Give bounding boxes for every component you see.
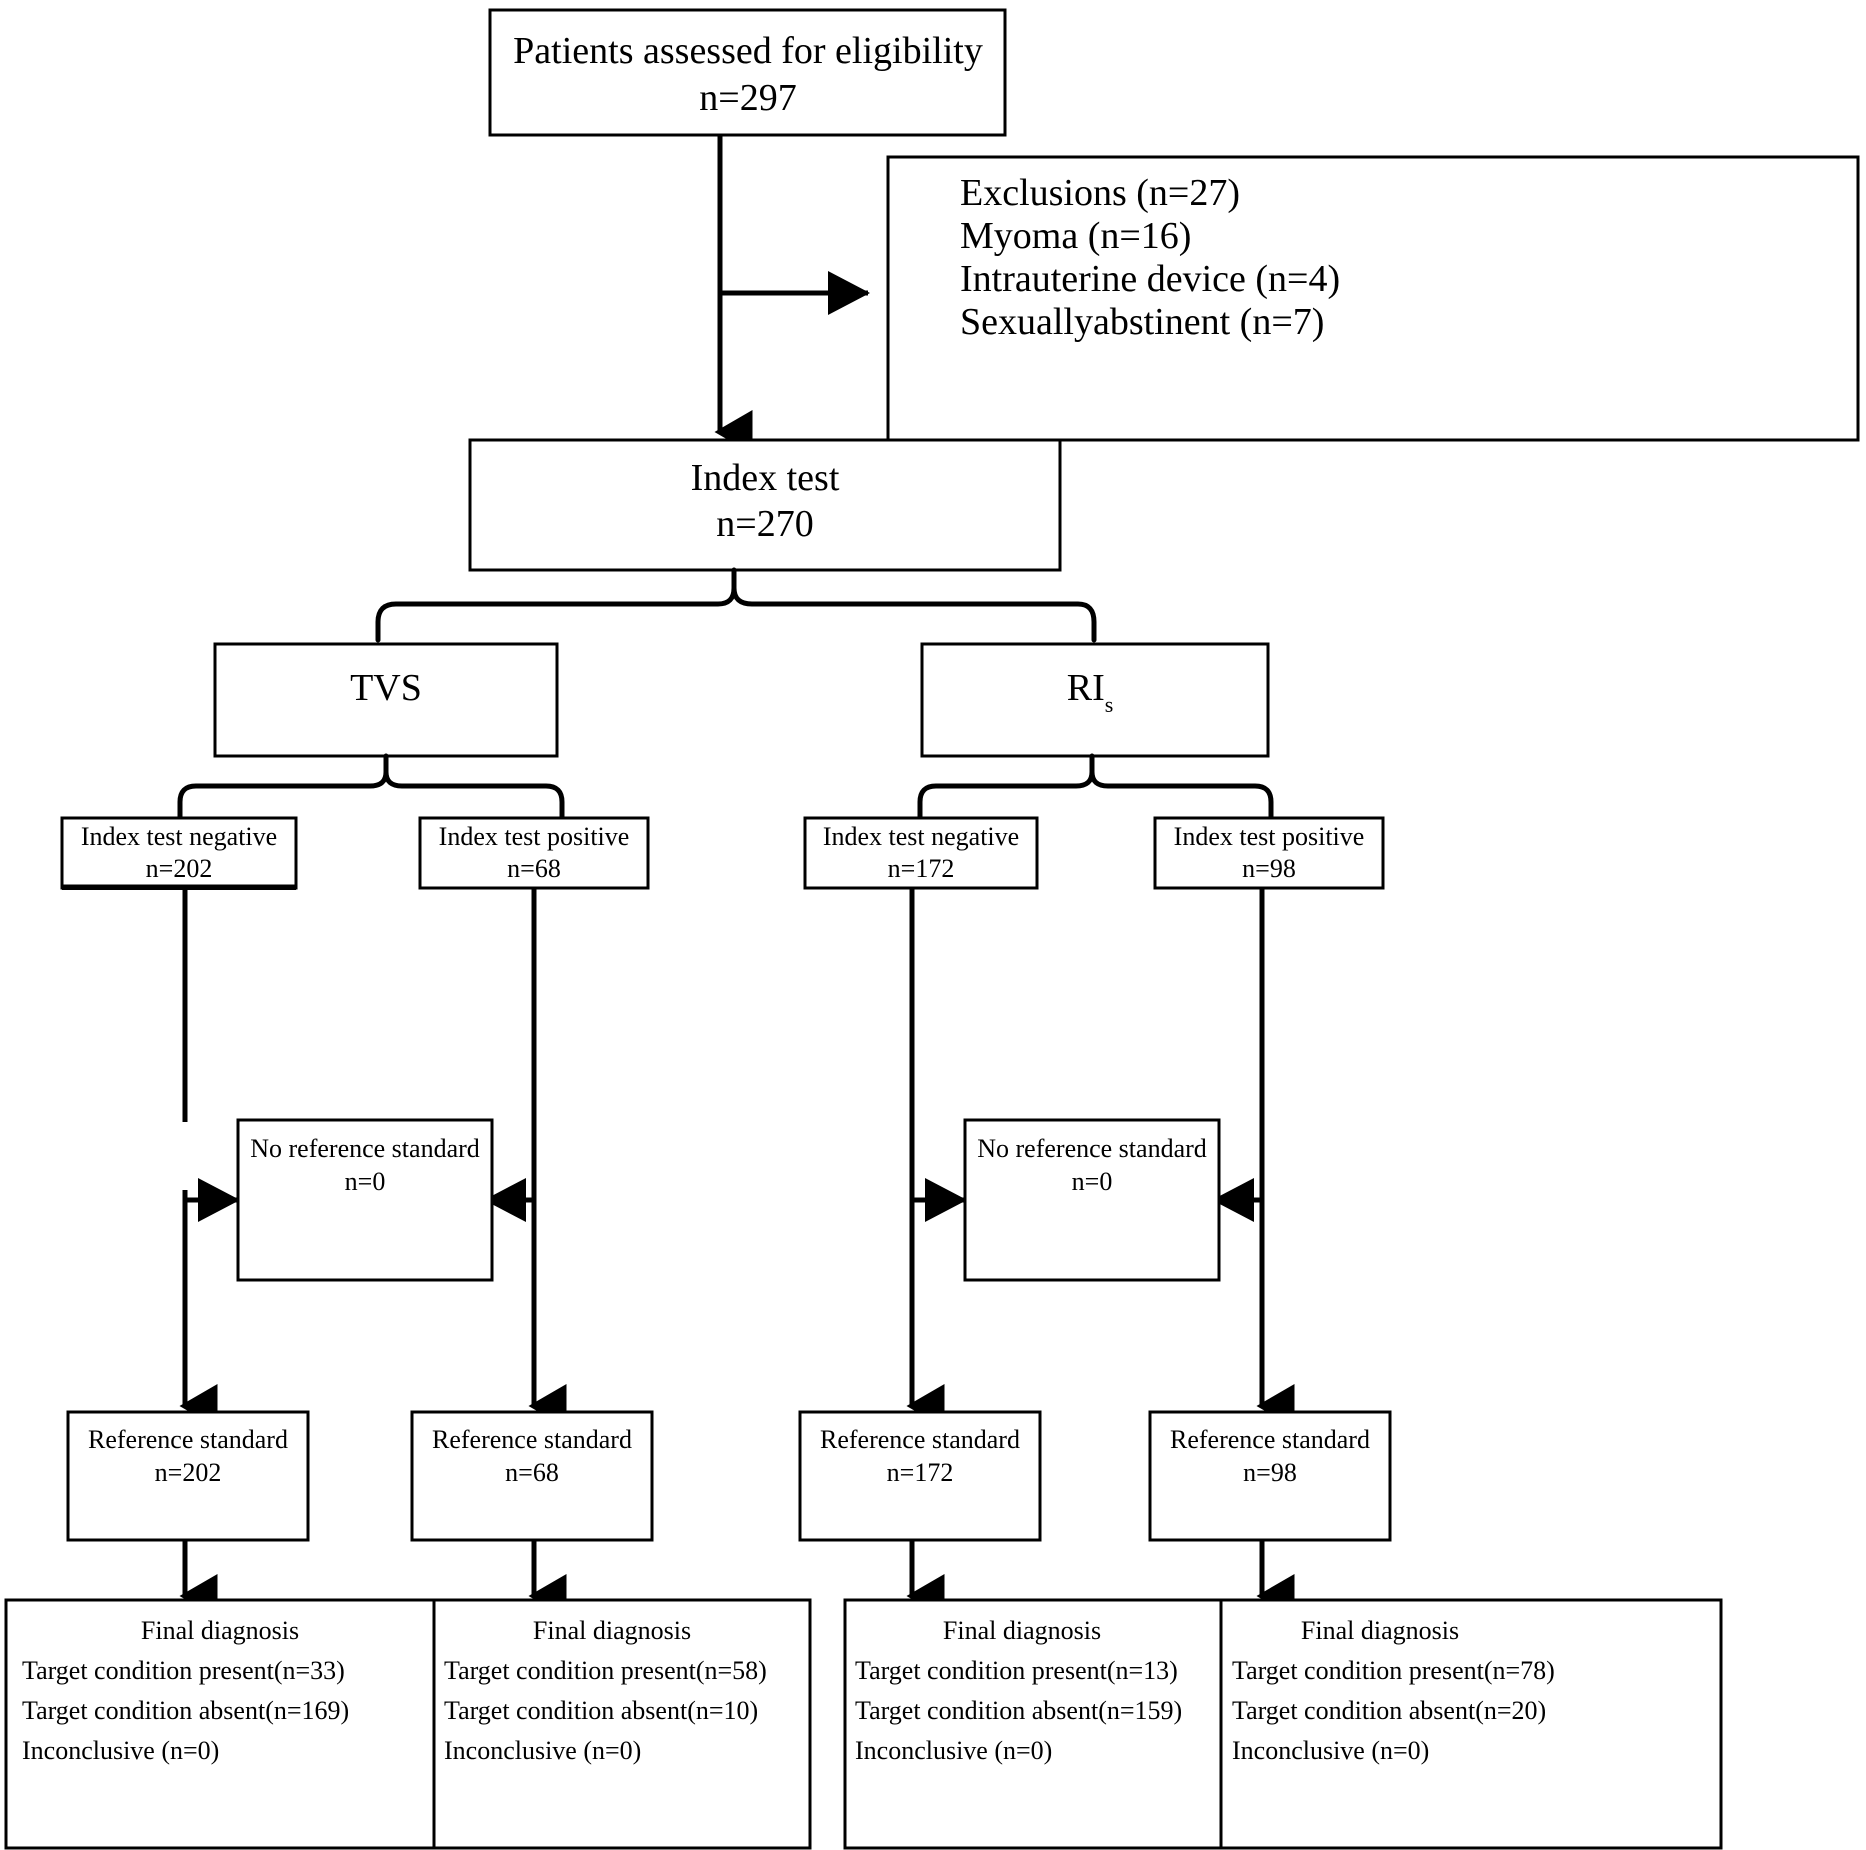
node-ris-positive-line2: n=98 bbox=[1242, 854, 1296, 883]
node-tvs-no-reference-box bbox=[236, 1118, 494, 1282]
node-ris-neg-reference-line1: Reference standard bbox=[820, 1425, 1020, 1454]
node-ris-box bbox=[920, 642, 1270, 758]
node-tvs-positive-box bbox=[418, 816, 650, 890]
brace-ris-to-positive bbox=[1089, 769, 1274, 821]
node-ris-negative-box bbox=[803, 816, 1039, 890]
node-tvs-neg-final-line1: Final diagnosis bbox=[141, 1616, 299, 1645]
node-tvs-label: TVS bbox=[350, 667, 422, 709]
node-ris-no-reference-line1: No reference standard bbox=[977, 1134, 1207, 1163]
node-ris-negative-line2: n=172 bbox=[888, 854, 955, 883]
node-ris-neg-final-line2: Target condition present(n=13) bbox=[855, 1656, 1178, 1685]
node-tvs-negative-line2: n=202 bbox=[146, 854, 213, 883]
node-ris-positive-line1: Index test positive bbox=[1174, 822, 1365, 851]
node-ris-pos-final-line2: Target condition present(n=78) bbox=[1232, 1656, 1555, 1685]
node-exclusions-line4: Sexuallyabstinent (n=7) bbox=[960, 301, 1324, 343]
node-tvs-pos-reference-line2: n=68 bbox=[505, 1458, 559, 1487]
node-tvs-pos-reference-line1: Reference standard bbox=[432, 1425, 632, 1454]
node-ris-neg-final-box bbox=[843, 1598, 1223, 1850]
node-ris-neg-reference-line2: n=172 bbox=[887, 1458, 954, 1487]
node-tvs-positive-line1: Index test positive bbox=[439, 822, 630, 851]
brace-tvs-to-negative bbox=[177, 753, 389, 821]
node-tvs-pos-final-line3: Target condition absent(n=10) bbox=[444, 1696, 758, 1725]
node-index-test-line1: Index test bbox=[691, 457, 840, 499]
node-ris-pos-final-line4: Inconclusive (n=0) bbox=[1232, 1736, 1429, 1765]
node-exclusions-line2: Myoma (n=16) bbox=[960, 215, 1191, 257]
node-tvs-neg-reference-line2: n=202 bbox=[155, 1458, 222, 1487]
node-index-test-box bbox=[468, 438, 1062, 572]
node-tvs-no-reference-line1: No reference standard bbox=[250, 1134, 480, 1163]
node-tvs-negative-outline bbox=[60, 816, 298, 890]
node-tvs-neg-reference-line1: Reference standard bbox=[88, 1425, 288, 1454]
node-ris-label-text: RI bbox=[1067, 667, 1105, 709]
node-ris-pos-reference-line1: Reference standard bbox=[1170, 1425, 1370, 1454]
node-exclusions-line3: Intrauterine device (n=4) bbox=[960, 258, 1340, 300]
node-ris-no-reference-box bbox=[963, 1118, 1221, 1282]
node-ris-no-reference-line2: n=0 bbox=[1072, 1167, 1113, 1196]
node-ris-pos-final-line1: Final diagnosis bbox=[1301, 1616, 1459, 1645]
node-ris-pos-reference-box bbox=[1148, 1410, 1392, 1542]
node-ris-negative-line1: Index test negative bbox=[823, 822, 1019, 851]
node-exclusions-line1: Exclusions (n=27) bbox=[960, 172, 1240, 214]
node-tvs-neg-reference-box bbox=[66, 1410, 310, 1542]
node-tvs-pos-final-box bbox=[432, 1598, 812, 1850]
node-eligibility-box bbox=[488, 8, 1007, 137]
brace-index-to-ris bbox=[731, 585, 1097, 643]
node-ris-pos-reference-line2: n=98 bbox=[1243, 1458, 1297, 1487]
node-index-test-line2: n=270 bbox=[716, 503, 813, 545]
node-tvs-pos-final-line4: Inconclusive (n=0) bbox=[444, 1736, 641, 1765]
node-tvs-pos-final-line2: Target condition present(n=58) bbox=[444, 1656, 767, 1685]
node-ris-label: RIs bbox=[1067, 667, 1114, 717]
node-tvs-neg-final-box bbox=[4, 1598, 436, 1850]
node-ris-label-subscript: s bbox=[1105, 692, 1114, 717]
node-ris-neg-final-line1: Final diagnosis bbox=[943, 1616, 1101, 1645]
node-ris-pos-final-line3: Target condition absent(n=20) bbox=[1232, 1696, 1546, 1725]
brace-index-to-tvs bbox=[375, 567, 737, 643]
node-eligibility-line2: n=297 bbox=[699, 77, 796, 119]
node-tvs-negative-line1: Index test negative bbox=[81, 822, 277, 851]
node-ris-pos-final-box bbox=[1219, 1598, 1723, 1850]
node-tvs-box bbox=[213, 642, 559, 758]
node-tvs-no-reference-line2: n=0 bbox=[345, 1167, 386, 1196]
node-ris-neg-reference-box bbox=[798, 1410, 1042, 1542]
node-ris-neg-final-line3: Target condition absent(n=159) bbox=[855, 1696, 1182, 1725]
node-eligibility-line1: Patients assessed for eligibility bbox=[513, 30, 983, 72]
node-tvs-positive-line2: n=68 bbox=[507, 854, 561, 883]
brace-ris-to-negative bbox=[917, 753, 1095, 821]
node-tvs-pos-final-line1: Final diagnosis bbox=[533, 1616, 691, 1645]
node-tvs-neg-final-line2: Target condition present(n=33) bbox=[22, 1656, 345, 1685]
brace-tvs-to-positive bbox=[383, 769, 565, 821]
node-tvs-neg-final-line3: Target condition absent(n=169) bbox=[22, 1696, 349, 1725]
node-ris-positive-box bbox=[1153, 816, 1385, 890]
node-exclusions-box bbox=[886, 155, 1860, 442]
node-tvs-neg-final-line4: Inconclusive (n=0) bbox=[22, 1736, 219, 1765]
node-ris-neg-final-line4: Inconclusive (n=0) bbox=[855, 1736, 1052, 1765]
